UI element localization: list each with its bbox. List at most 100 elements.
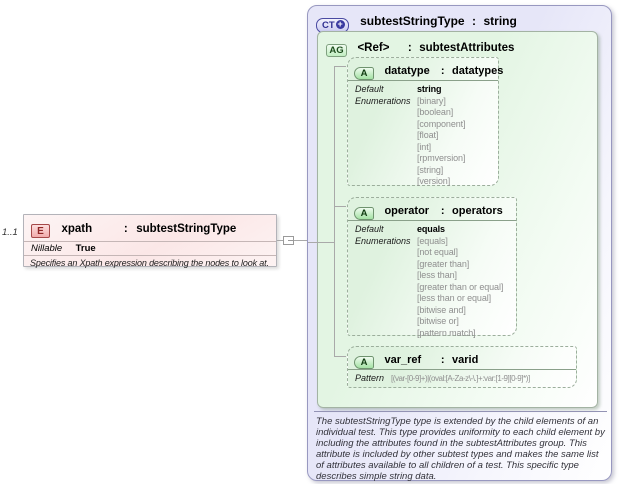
- annotation-divider: [314, 411, 607, 412]
- facet-value: [string]: [417, 164, 444, 175]
- facet-value: [(var-[0-9]+)|(oval:[A-Za-z\-\.]+:var:[1…: [391, 374, 530, 383]
- attribute-type: varid: [452, 354, 479, 366]
- ct-badge-label: CT: [322, 20, 335, 31]
- facet-value: string: [417, 84, 442, 94]
- connector-line: [334, 356, 346, 357]
- facet-row: [bitwise and]: [355, 305, 516, 317]
- facet-row: Pattern [(var-[0-9]+)|(oval:[A-Za-z\-\.]+…: [355, 373, 576, 385]
- facet-row: [less than]: [355, 270, 516, 282]
- complex-type-base: string: [483, 14, 517, 28]
- facet-label: Pattern: [355, 373, 385, 383]
- facet-row: [greater than or equal]: [355, 282, 516, 294]
- element-name: xpath: [61, 223, 93, 235]
- facet-row: [bitwise or]: [355, 316, 516, 328]
- facet-value: [version]: [417, 176, 451, 186]
- attribute-header: A operator : operators: [348, 198, 516, 221]
- facet-row: [not equal]: [355, 247, 516, 259]
- attribute-header: A datatype : datatypes: [348, 58, 503, 81]
- facet-value: [int]: [417, 141, 432, 152]
- element-header: E xpath : subtestStringType: [24, 215, 276, 241]
- attribute-group-box: AG <Ref> : subtestAttributes A datatype …: [317, 31, 598, 408]
- facet-label: Enumerations: [355, 235, 411, 246]
- facet-row: Enumerations [binary]: [355, 96, 498, 108]
- facet-list: Pattern [(var-[0-9]+)|(oval:[A-Za-z\-\.]+…: [348, 370, 576, 385]
- element-colon: :: [123, 223, 128, 235]
- connector-line: [294, 240, 307, 241]
- attribute-colon: :: [440, 354, 445, 366]
- facet-value: [bitwise or]: [417, 316, 459, 326]
- facet-value: [component]: [417, 118, 466, 129]
- attribute-header: A var_ref : varid: [348, 347, 576, 370]
- facet-list: Default equals Enumerations [equals] [not …: [348, 221, 516, 339]
- facet-label: Default: [355, 224, 384, 234]
- attribute-a-icon: A: [354, 207, 374, 220]
- connector-line: [334, 66, 335, 357]
- facet-value: equals: [417, 224, 445, 234]
- attribute-name: var_ref: [384, 354, 422, 366]
- facet-value: [greater than]: [417, 258, 470, 269]
- attribute-group-colon: :: [407, 42, 412, 54]
- element-e-icon: E: [31, 224, 50, 238]
- expand-plus-icon[interactable]: +: [335, 19, 345, 29]
- facet-row: [int]: [355, 142, 498, 154]
- element-box-xpath[interactable]: E xpath : subtestStringType Nillable Tru…: [23, 214, 277, 268]
- complex-type-box: CT+ subtestStringType : string AG <Ref> …: [307, 5, 612, 482]
- facet-row: [component]: [355, 119, 498, 131]
- complex-type-name: subtestStringType: [360, 14, 465, 28]
- facet-value: [float]: [417, 130, 439, 140]
- facet-label: Enumerations: [355, 95, 411, 106]
- facet-value: [rpmversion]: [417, 153, 466, 163]
- connector-line: [277, 240, 283, 241]
- facet-value: [binary]: [417, 95, 446, 106]
- facet-row: [version]: [355, 176, 498, 188]
- attribute-group-name: <Ref>: [357, 42, 390, 54]
- facet-row: [rpmversion]: [355, 153, 498, 165]
- facet-label: Default: [355, 84, 384, 94]
- connector-line: [308, 242, 334, 243]
- annotation-text: The subtestStringType type is extended b…: [316, 416, 605, 482]
- element-type: subtestStringType: [136, 223, 237, 235]
- attribute-a-icon: A: [354, 67, 374, 80]
- connector-line: [334, 206, 346, 207]
- complex-type-colon: :: [472, 14, 477, 28]
- connector-line: [334, 66, 346, 67]
- facet-value: [greater than or equal]: [417, 281, 504, 292]
- facet-list: Default string Enumerations [binary] [bool…: [348, 81, 498, 188]
- facet-row: Enumerations [equals]: [355, 236, 516, 248]
- attribute-box-var-ref[interactable]: A var_ref : varid Pattern [(var-[0-9]+)|(…: [347, 346, 577, 388]
- facet-value: [equals]: [417, 235, 448, 246]
- attribute-type: datatypes: [452, 65, 504, 77]
- facet-row: [pattern match]: [355, 328, 516, 340]
- attribute-group-ag-icon: AG: [326, 44, 347, 57]
- facet-value: [bitwise and]: [417, 304, 466, 315]
- facet-value: [boolean]: [417, 107, 454, 117]
- facet-value: [not equal]: [417, 247, 458, 257]
- facet-row: [float]: [355, 130, 498, 142]
- attribute-type: operators: [452, 205, 503, 217]
- facet-row: [greater than]: [355, 259, 516, 271]
- facet-value: [less than]: [417, 270, 457, 280]
- facet-row: Default string: [355, 84, 498, 96]
- attribute-colon: :: [440, 65, 445, 77]
- facet-value: [less than or equal]: [417, 293, 492, 303]
- element-description: Specifies an Xpath expression describing…: [24, 255, 276, 268]
- attribute-box-datatype[interactable]: A datatype : datatypes Default string Enu…: [347, 57, 503, 188]
- attribute-name: datatype: [384, 65, 430, 77]
- facet-row: [less than or equal]: [355, 293, 516, 305]
- attribute-box-operator[interactable]: A operator : operators Default equals Enu…: [347, 197, 517, 339]
- multiplicity-label: 1..1: [2, 227, 18, 238]
- facet-row: Default equals: [355, 224, 516, 236]
- reference-square-dash: [288, 240, 293, 241]
- attribute-group-header[interactable]: AG <Ref> : subtestAttributes: [318, 32, 597, 57]
- nillable-label: Nillable: [31, 243, 63, 254]
- attribute-a-icon: A: [354, 356, 374, 369]
- attribute-group-type: subtestAttributes: [419, 42, 515, 54]
- nillable-value: True: [75, 243, 96, 254]
- nillable-row: Nillable True: [24, 241, 276, 255]
- facet-value: [pattern match]: [417, 327, 476, 338]
- attribute-name: operator: [384, 205, 430, 217]
- attribute-colon: :: [440, 205, 445, 217]
- complex-type-header[interactable]: CT+ subtestStringType : string: [316, 12, 517, 33]
- facet-row: [string]: [355, 165, 498, 177]
